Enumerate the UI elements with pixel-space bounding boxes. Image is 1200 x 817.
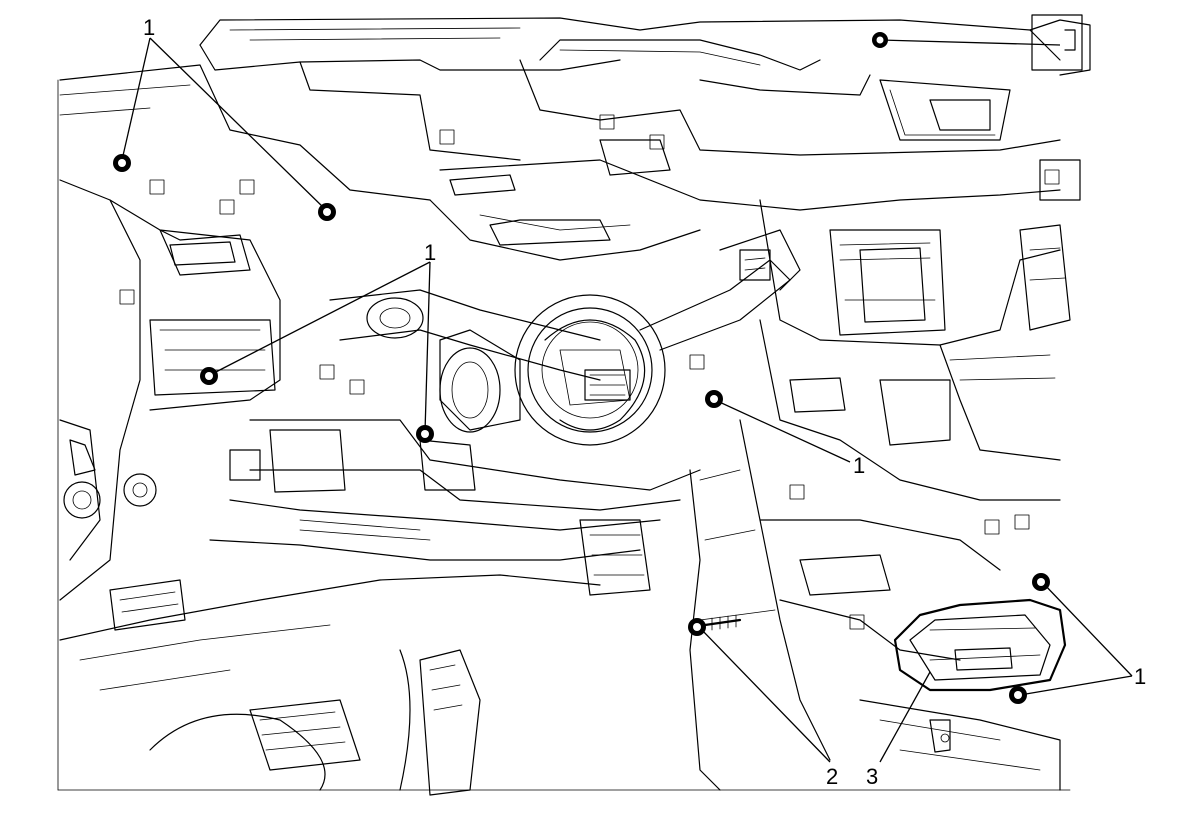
fastener-screw-2 <box>688 614 742 636</box>
fastener-bolt-top <box>872 32 888 48</box>
fastener-bolt-1a <box>113 154 131 172</box>
fastener-bolt-1c <box>200 367 218 385</box>
callout-label-1-top-left: 1 <box>143 15 155 40</box>
fastener-bolt-1e <box>705 390 723 408</box>
fastener-bolt-1g <box>1009 686 1027 704</box>
callout-label-1-lower-right: 1 <box>1134 664 1146 689</box>
instrument-panel-carrier <box>57 14 1091 796</box>
leader-lines <box>121 37 1133 763</box>
fastener-bolt-1f <box>1032 573 1050 591</box>
callout-label-3: 3 <box>866 764 878 789</box>
callout-label-1-center: 1 <box>424 240 436 265</box>
fastener-bolt-1d <box>416 425 434 443</box>
callout-label-1-right-middle: 1 <box>853 453 865 478</box>
fastener-bolt-1b <box>318 203 336 221</box>
callout-label-2: 2 <box>826 764 838 789</box>
